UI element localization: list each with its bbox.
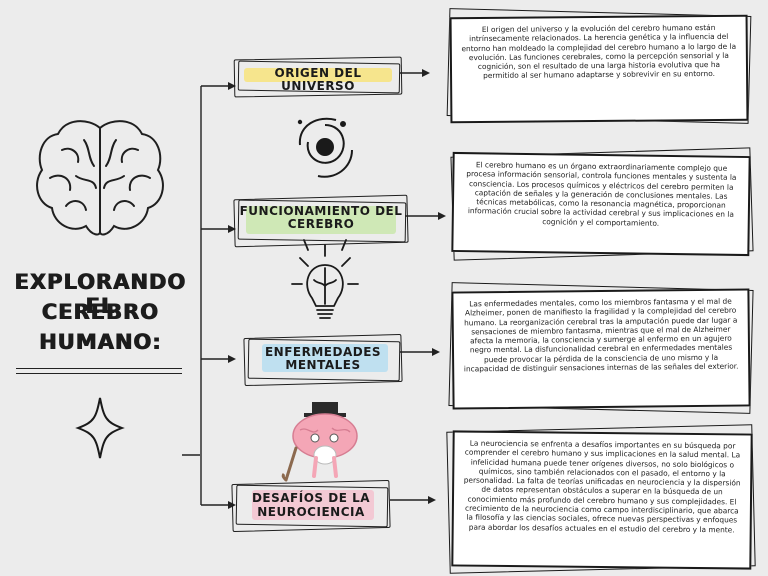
galaxy-icon: [297, 117, 353, 178]
topic-enfermedades-line-1: ENFERMEDADES: [264, 345, 382, 359]
topic-highlight-origen: [244, 68, 392, 82]
description-box-desafios: La neurociencia se enfrenta a desafíos i…: [451, 430, 753, 570]
description-text-funcionamiento: El cerebro humano es un órgano extraordi…: [466, 160, 737, 228]
description-box-enfermedades: Las enfermedades mentales, como los miem…: [451, 288, 751, 410]
topic-highlight-funcionamiento: [246, 206, 396, 234]
topic-desafios-line-1: DESAFÍOS DE LA: [251, 491, 371, 505]
topic-funcionamiento-line-2: CEREBRO: [287, 217, 355, 231]
topic-desafios-line-2: NEUROCIENCIA: [257, 505, 365, 519]
description-text-desafios: La neurociencia se enfrenta a desafíos i…: [463, 438, 741, 535]
topic-highlight-desafios: [252, 490, 374, 520]
description-text-origen: El origen del universo y la evolución de…: [461, 22, 737, 81]
title-underline: [16, 368, 182, 369]
main-title-line-1: EXPLORANDO EL: [14, 270, 186, 318]
lightbulb-brain-icon: [291, 239, 359, 319]
topic-origen-del-universo: ORIGEN DEL UNIVERSO: [274, 66, 362, 93]
sparkle-icon: [75, 397, 125, 459]
topic-enfermedades-line-2: MENTALES: [285, 358, 361, 372]
description-box-funcionamiento: El cerebro humano es un órgano extraordi…: [451, 151, 751, 257]
main-title-line-2: CEREBRO: [41, 300, 159, 324]
topic-funcionamiento-line-1: FUNCIONAMIENTO DEL: [239, 204, 403, 218]
main-title-line-3: HUMANO:: [38, 330, 162, 354]
title-underline-2: [16, 373, 182, 374]
description-text-enfermedades: Las enfermedades mentales, como los miem…: [463, 296, 739, 374]
brain-icon: [36, 120, 164, 236]
description-box-origen: El origen del universo y la evolución de…: [449, 14, 749, 124]
topic-highlight-enfermedades: [262, 344, 388, 372]
elderly-brain-character-icon: [281, 402, 358, 482]
